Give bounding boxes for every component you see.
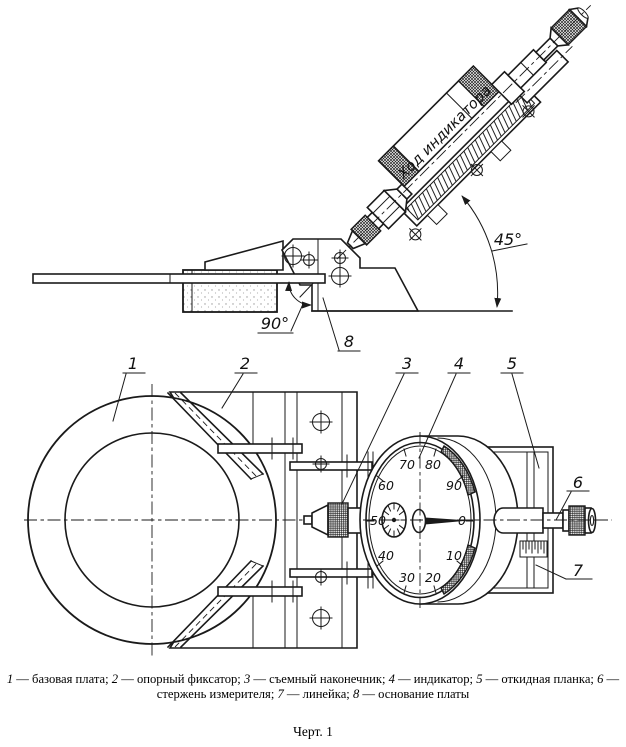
- caption-num: 3: [243, 672, 251, 686]
- label-5-text: 5: [507, 354, 517, 373]
- caption-num: 8: [352, 687, 360, 702]
- clamp-straps: [217, 437, 303, 603]
- dial-num-30: 30: [399, 570, 415, 585]
- caption-text: — опорный фиксатор;: [118, 672, 244, 686]
- caption-text: — основание платы: [359, 687, 470, 702]
- caption-num: 6: [597, 672, 604, 686]
- angle-45-label: 45°: [494, 230, 522, 249]
- part-label-2: 2: [221, 354, 258, 409]
- caption-num: 2: [111, 672, 119, 686]
- dial-num-80: 80: [425, 457, 441, 472]
- angle-90-label: 90°: [261, 314, 289, 333]
- ruler-scale: [519, 540, 548, 558]
- caption-text: — откидная планка;: [482, 672, 598, 686]
- part-label-8: 8: [322, 297, 361, 352]
- label-7-text: 7: [573, 561, 584, 580]
- part-label-6: 6: [555, 473, 590, 521]
- caption-num: 4: [388, 672, 395, 686]
- dimension-90: 90°: [257, 281, 312, 334]
- figure-number: Черт. 1: [293, 724, 333, 739]
- caption-text: — стержень измерителя;: [156, 672, 620, 702]
- caption-text: — съемный наконечник;: [250, 672, 389, 686]
- caption-text: — индикатор;: [394, 672, 477, 686]
- wedge: [204, 239, 284, 271]
- ruler-bar: [32, 273, 326, 284]
- label-3-text: 3: [402, 354, 412, 373]
- bottom-view-front: 0 10 20 30 40 50 60 70 80 90: [24, 354, 612, 656]
- needle-hub: [411, 508, 427, 534]
- screw-icon: [403, 222, 428, 247]
- part-label-4: 4: [418, 354, 471, 459]
- part-label-1: 1: [112, 354, 146, 422]
- dial-num-10: 10: [446, 548, 462, 563]
- label-2-text: 2: [240, 354, 250, 373]
- part-label-5: 5: [500, 354, 540, 469]
- measuring-rod: [460, 505, 606, 536]
- dial-num-40: 40: [378, 548, 394, 563]
- dial-num-70: 70: [399, 457, 415, 472]
- caption-num: 7: [277, 687, 284, 702]
- part-label-3: 3: [341, 354, 419, 505]
- part-label-7: 7: [535, 561, 593, 580]
- v-faces: [166, 391, 265, 649]
- figure-caption: 1 — базовая плата; 2 — опорный фиксатор;…: [5, 672, 621, 703]
- dial-num-20: 20: [425, 570, 441, 585]
- assembly-axis-centerline: [336, 4, 592, 260]
- needle: [425, 517, 469, 525]
- label-1-text: 1: [128, 354, 138, 373]
- top-view-side: Ход индикатора 90°: [32, 4, 592, 352]
- dimension-45: 45°: [461, 195, 528, 308]
- dial-num-90: 90: [446, 478, 462, 493]
- label-4-text: 4: [454, 354, 464, 373]
- indicator-assembly: Ход индикатора: [336, 4, 592, 260]
- technical-drawing: Ход индикатора 90°: [24, 4, 612, 656]
- part-labels: 1 2 3 4 5: [112, 354, 593, 580]
- indicator-tube: Ход индикатора: [377, 64, 500, 188]
- caption-num: 5: [476, 672, 483, 686]
- dial-num-60: 60: [378, 478, 394, 493]
- label-8-text: 8: [344, 332, 354, 351]
- caption-text: — линейка;: [283, 687, 353, 702]
- caption-num: 1: [6, 672, 14, 686]
- removable-tip: [303, 502, 362, 538]
- label-6-text: 6: [573, 473, 583, 492]
- caption-text: — базовая плата;: [13, 672, 112, 686]
- dial-ticks: [366, 448, 474, 594]
